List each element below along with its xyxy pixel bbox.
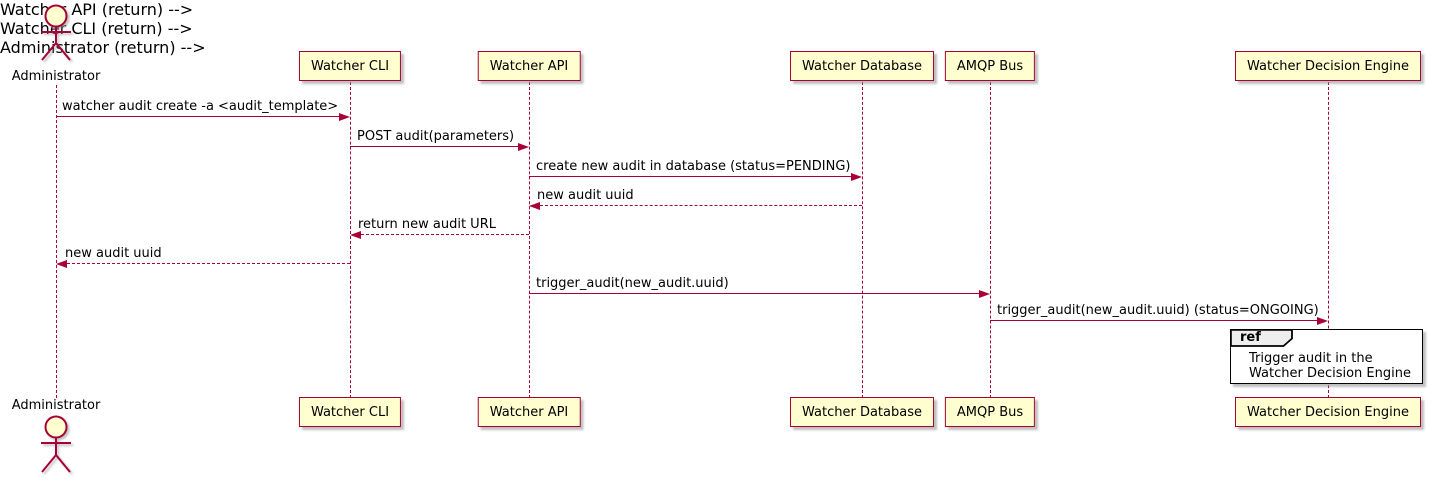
actor-icon-top <box>41 4 71 61</box>
ref-line-1: Trigger audit in the <box>1249 351 1373 366</box>
message-3-label: create new audit in database (status=PEN… <box>536 159 851 174</box>
message-5-line <box>361 234 529 235</box>
message-6-line <box>67 263 350 264</box>
participant-top-watcher-decision-engine: Watcher Decision Engine <box>1235 51 1421 81</box>
message-6-label: new audit uuid <box>65 246 162 261</box>
message-7-arrowhead <box>979 289 990 298</box>
message-5-arrowhead <box>350 230 361 239</box>
message-2-arrowhead <box>518 142 529 151</box>
ref-keyword: ref <box>1240 330 1261 345</box>
message-8-line <box>990 320 1317 321</box>
lifeline-amqp-bus <box>990 82 991 398</box>
message-8-label: trigger_audit(new_audit.uuid) (status=ON… <box>997 303 1319 318</box>
message-7-label: trigger_audit(new_audit.uuid) <box>536 276 729 291</box>
participant-top-watcher-api: Watcher API <box>477 51 581 81</box>
lifeline-watcher-cli <box>350 82 351 398</box>
participant-top-watcher-database: Watcher Database <box>790 51 934 81</box>
participant-bottom-watcher-api: Watcher API <box>477 397 581 427</box>
lifeline-watcher-decision-engine <box>1328 82 1329 398</box>
participant-top-amqp-bus: AMQP Bus <box>944 51 1036 81</box>
message-8-arrowhead <box>1317 316 1328 325</box>
actor-icon-bottom <box>41 415 71 473</box>
lifeline-administrator <box>56 85 57 398</box>
message-1-label: watcher audit create -a <audit_template> <box>62 99 339 114</box>
participant-bottom-amqp-bus: AMQP Bus <box>944 397 1036 427</box>
message-5-label: return new audit URL <box>358 217 496 232</box>
message-2-line <box>350 146 519 147</box>
message-4-label: new audit uuid <box>537 188 634 203</box>
lifeline-watcher-database <box>862 82 863 398</box>
message-4-line <box>540 205 862 206</box>
message-3-arrowhead <box>851 172 862 181</box>
message-2-label: POST audit(parameters) <box>357 129 515 144</box>
message-6-arrowhead <box>56 259 67 268</box>
ref-line-2: Watcher Decision Engine <box>1249 366 1411 381</box>
participant-bottom-watcher-decision-engine: Watcher Decision Engine <box>1235 397 1421 427</box>
ref-fragment: ref Trigger audit in the Watcher Decisio… <box>1230 329 1423 384</box>
message-3-line <box>529 176 852 177</box>
participant-top-watcher-cli: Watcher CLI <box>298 51 402 81</box>
participant-bottom-watcher-cli: Watcher CLI <box>298 397 402 427</box>
message-1-line <box>56 116 340 117</box>
message-4-arrowhead <box>529 201 540 210</box>
message-1-arrowhead <box>339 112 350 121</box>
ref-tab-pentagon <box>1230 329 1293 347</box>
message-7-line <box>529 293 979 294</box>
actor-label-top: Administrator <box>11 69 101 84</box>
participant-bottom-watcher-database: Watcher Database <box>790 397 934 427</box>
lifeline-watcher-api <box>529 82 530 398</box>
actor-label-bottom: Administrator <box>11 398 101 413</box>
